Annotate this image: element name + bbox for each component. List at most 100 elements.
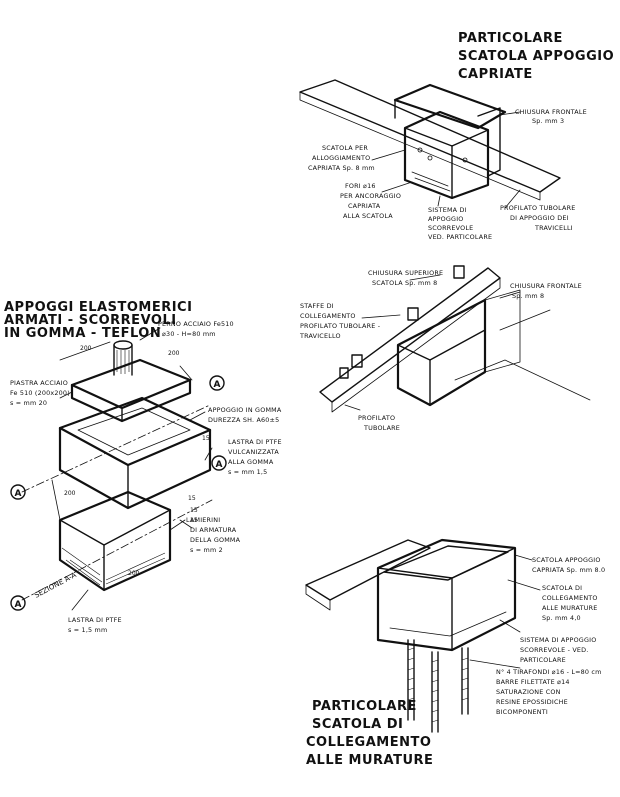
svg-text:APPOGGIO IN GOMMA: APPOGGIO IN GOMMA: [208, 406, 282, 414]
section-marker-circle: [211, 455, 227, 471]
svg-text:STAFFE DI: STAFFE DI: [300, 302, 334, 310]
svg-text:SCATOLA PER: SCATOLA PER: [322, 144, 368, 152]
svg-text:SCORREVOLE: SCORREVOLE: [428, 224, 473, 232]
svg-text:15: 15: [202, 435, 210, 442]
section-marker-a: A: [15, 489, 22, 499]
svg-text:TRAVICELLI: TRAVICELLI: [534, 224, 573, 232]
svg-text:Sp. mm 8: Sp. mm 8: [512, 292, 544, 300]
svg-text:s = 1,5 mm: s = 1,5 mm: [68, 626, 107, 634]
title-line-3: IN GOMMA - TEFLON: [4, 326, 161, 341]
dimension-labels: 200 200 200 200 15 15 15 15: [64, 345, 210, 577]
svg-text:PER ANCORAGGIO: PER ANCORAGGIO: [340, 192, 401, 200]
svg-text:15: 15: [190, 507, 198, 514]
label-lastra-ptfe-bottom: LASTRA DI PTFE s = 1,5 mm: [68, 616, 122, 634]
svg-text:FORI ⌀16: FORI ⌀16: [345, 182, 376, 190]
label-sistema-appoggio-1: SISTEMA DI APPOGGIO SCORREVOLE VED. PART…: [428, 206, 492, 241]
title-line-1: PARTICOLARE: [312, 699, 417, 714]
detail-tubular-profile: CHIUSURA SUPERIORE SCATOLA Sp. mm 8 CHIU…: [299, 265, 591, 432]
svg-text:CHIUSURA FRONTALE: CHIUSURA FRONTALE: [510, 282, 582, 290]
svg-text:VED. PARTICOLARE: VED. PARTICOLARE: [428, 233, 492, 241]
svg-text:TUBOLARE: TUBOLARE: [363, 424, 400, 432]
svg-text:PARTICOLARE: PARTICOLARE: [520, 656, 566, 664]
bearing-drawing: [21, 327, 213, 611]
title-line-1: PARTICOLARE: [458, 31, 563, 46]
svg-text:CAPRIATA Sp. mm 8.0: CAPRIATA Sp. mm 8.0: [532, 566, 605, 574]
label-piastra: PIASTRA ACCIAIO Fe 510 (200x200) s = mm …: [10, 379, 70, 407]
label-profilato-travicelli: PROFILATO TUBOLARE DI APPOGGIO DEI TRAVI…: [500, 204, 575, 232]
svg-text:ALLA SCATOLA: ALLA SCATOLA: [343, 212, 393, 220]
detail-elastomeric-bearing: APPOGGI ELASTOMERICI ARMATI - SCORREVOLI…: [4, 300, 282, 634]
detail-4-title: PARTICOLARE SCATOLA DI COLLEGAMENTO ALLE…: [306, 699, 433, 768]
section-marker-circle: [209, 375, 225, 391]
section-marker-a: A: [214, 380, 221, 390]
svg-text:N° 4 TIRAFONDI ⌀16 - L=80 cm: N° 4 TIRAFONDI ⌀16 - L=80 cm: [496, 668, 602, 676]
title-line-2: SCATOLA APPOGGIO: [458, 49, 614, 64]
svg-text:s = mm 2: s = mm 2: [190, 546, 223, 554]
svg-text:s = mm 1,5: s = mm 1,5: [228, 468, 267, 476]
title-line-4: ALLE MURATURE: [306, 753, 433, 768]
svg-text:ALLOGGIAMENTO: ALLOGGIAMENTO: [312, 154, 370, 162]
title-line-3: CAPRIATE: [458, 67, 533, 82]
title-line-2: ARMATI - SCORREVOLI: [4, 313, 177, 328]
truss-box-drawing: [299, 79, 561, 209]
section-marker-a: A: [216, 460, 223, 470]
svg-text:PERNO ACCIAIO Fe510: PERNO ACCIAIO Fe510: [158, 320, 234, 328]
label-chiusura-frontale-1: CHIUSURA FRONTALE Sp. mm 3: [515, 108, 587, 125]
svg-text:PROFILATO: PROFILATO: [358, 414, 395, 422]
svg-text:200: 200: [80, 345, 92, 352]
svg-text:LASTRA DI PTFE: LASTRA DI PTFE: [68, 616, 122, 624]
bracket: [339, 265, 465, 379]
label-lastra-ptfe: LASTRA DI PTFE VULCANIZZATA ALLA GOMMA s…: [228, 438, 282, 476]
svg-text:ALLE MURATURE: ALLE MURATURE: [542, 604, 597, 612]
svg-text:LASTRA DI PTFE: LASTRA DI PTFE: [228, 438, 282, 446]
svg-text:s = mm 20: s = mm 20: [10, 399, 47, 407]
svg-text:CAPRIATA Sp. 8 mm: CAPRIATA Sp. 8 mm: [308, 164, 375, 172]
svg-text:VULCANIZZATA: VULCANIZZATA: [228, 448, 279, 456]
svg-text:DUREZZA SH. A60±5: DUREZZA SH. A60±5: [208, 416, 279, 424]
svg-text:DELLA GOMMA: DELLA GOMMA: [190, 536, 241, 544]
svg-text:SCORREVOLE - VED.: SCORREVOLE - VED.: [520, 646, 589, 654]
section-marker-circle: [10, 595, 26, 611]
label-sezione: SEZIONE A-A: [33, 570, 78, 600]
label-perno: PERNO ACCIAIO Fe510 ⌀30 - H=80 mm: [158, 320, 234, 338]
label-chiusura-frontale-3: CHIUSURA FRONTALE Sp. mm 8: [510, 282, 582, 300]
svg-text:PROFILATO TUBOLARE -: PROFILATO TUBOLARE -: [300, 322, 380, 330]
svg-text:Sp. mm 3: Sp. mm 3: [532, 117, 564, 125]
label-sistema-appoggio-4: SISTEMA DI APPOGGIO SCORREVOLE - VED. PA…: [520, 636, 596, 664]
svg-text:SCATOLA DI: SCATOLA DI: [542, 584, 582, 592]
title-line-3: COLLEGAMENTO: [306, 735, 431, 750]
svg-text:Fe 510 (200x200): Fe 510 (200x200): [10, 389, 70, 397]
svg-text:Sp. mm 4,0: Sp. mm 4,0: [542, 614, 581, 622]
svg-text:200: 200: [128, 570, 140, 577]
svg-text:15: 15: [190, 517, 198, 524]
label-fori-ancoraggio: FORI ⌀16 PER ANCORAGGIO CAPRIATA ALLA SC…: [340, 182, 401, 220]
svg-text:PIASTRA ACCIAIO: PIASTRA ACCIAIO: [10, 379, 68, 387]
svg-text:BICOMPONENTI: BICOMPONENTI: [496, 708, 548, 716]
svg-text:DI ARMATURA: DI ARMATURA: [190, 526, 237, 534]
svg-text:COLLEGAMENTO: COLLEGAMENTO: [542, 594, 598, 602]
svg-text:COLLEGAMENTO: COLLEGAMENTO: [300, 312, 356, 320]
label-lamierini: LAMIERINI DI ARMATURA DELLA GOMMA s = mm…: [186, 516, 241, 554]
svg-text:SCATOLA Sp. mm 8: SCATOLA Sp. mm 8: [372, 279, 437, 287]
svg-text:BARRE FILETTATE ⌀14: BARRE FILETTATE ⌀14: [496, 678, 570, 686]
detail-2-title: APPOGGI ELASTOMERICI ARMATI - SCORREVOLI…: [4, 300, 192, 341]
section-marker-circle: [10, 484, 26, 500]
label-appoggio-gomma: APPOGGIO IN GOMMA DUREZZA SH. A60±5: [208, 406, 282, 424]
label-chiusura-superiore: CHIUSURA SUPERIORE SCATOLA Sp. mm 8: [368, 269, 443, 287]
label-profilato-tubolare: PROFILATO TUBOLARE: [358, 414, 400, 432]
svg-text:PROFILATO TUBOLARE: PROFILATO TUBOLARE: [500, 204, 575, 212]
label-scatola-collegamento: SCATOLA DI COLLEGAMENTO ALLE MURATURE Sp…: [542, 584, 598, 622]
svg-text:SISTEMA DI: SISTEMA DI: [428, 206, 467, 214]
detail-1-title: PARTICOLARE SCATOLA APPOGGIO CAPRIATE: [458, 31, 614, 82]
label-staffe: STAFFE DI COLLEGAMENTO PROFILATO TUBOLAR…: [299, 302, 380, 340]
svg-text:ALLA GOMMA: ALLA GOMMA: [228, 458, 274, 466]
detail-wall-connection-box: SCATOLA APPOGGIO CAPRIATA Sp. mm 8.0 SCA…: [305, 538, 605, 768]
svg-text:SCATOLA APPOGGIO: SCATOLA APPOGGIO: [532, 556, 601, 564]
title-line-2: SCATOLA DI: [312, 717, 403, 732]
label-scatola-appoggio-capriata: SCATOLA APPOGGIO CAPRIATA Sp. mm 8.0: [532, 556, 605, 574]
svg-text:⌀30 - H=80 mm: ⌀30 - H=80 mm: [162, 330, 216, 338]
section-markers: A A A A: [10, 375, 227, 611]
label-scatola-alloggiamento: SCATOLA PER ALLOGGIAMENTO CAPRIATA Sp. 8…: [308, 144, 375, 172]
anchor-rods: [407, 639, 469, 733]
